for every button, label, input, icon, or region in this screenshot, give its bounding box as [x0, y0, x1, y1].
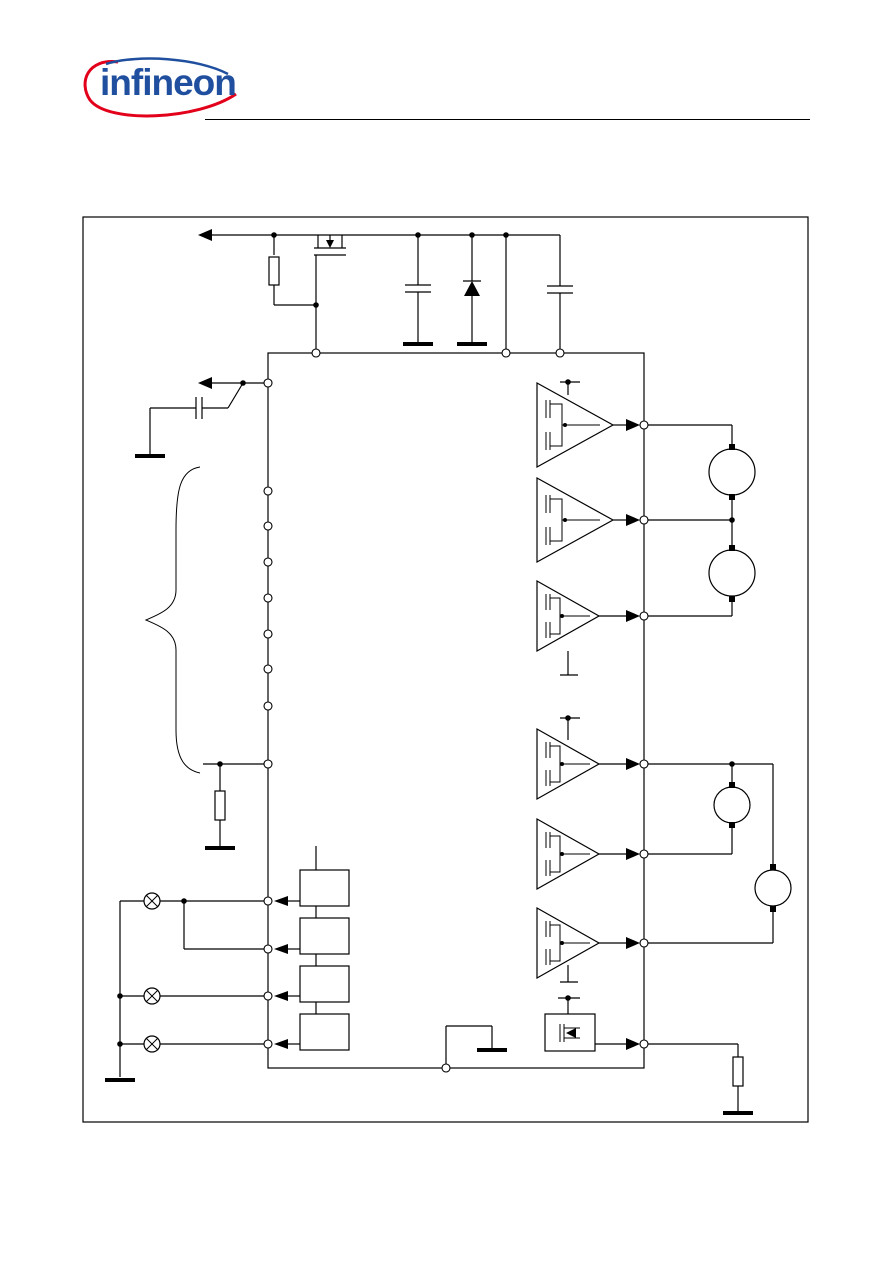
pin [311, 348, 321, 358]
low-side-switches [299, 846, 350, 1051]
supply-section [198, 229, 573, 358]
output-arrow [198, 229, 212, 241]
pin [555, 348, 565, 358]
half-bridges [536, 379, 615, 983]
input-pins [263, 486, 273, 769]
logo-swoosh-blue [105, 57, 229, 76]
half-bridge-4 [536, 727, 601, 801]
pin [263, 557, 273, 567]
inhibit-input [135, 377, 273, 458]
half-bridge-3 [536, 579, 601, 653]
pin [639, 759, 649, 769]
ic-ground [441, 1025, 507, 1073]
pulldown-resistor [203, 761, 264, 850]
pin [639, 1039, 649, 1049]
half-bridge-1 [536, 381, 615, 469]
pin [639, 515, 649, 525]
half-bridge-2 [536, 476, 615, 564]
pin [263, 521, 273, 531]
zener-diode [464, 281, 480, 296]
high-side-switch [544, 995, 626, 1052]
pin [501, 348, 511, 358]
pin [263, 991, 273, 1001]
low-side-switch-4 [299, 1013, 350, 1051]
low-side-switch-1 [299, 869, 350, 907]
pin [263, 664, 273, 674]
infineon-logo [83, 57, 237, 118]
pin [639, 938, 649, 948]
motor-1 [708, 448, 756, 496]
bus-brace [144, 466, 201, 774]
half-bridge-5 [536, 817, 601, 891]
pin [263, 593, 273, 603]
resistor [268, 256, 280, 286]
pin [263, 629, 273, 639]
lamp-pins [263, 896, 300, 1049]
lamps [105, 892, 264, 1082]
pin [263, 486, 273, 496]
motors [648, 424, 792, 944]
low-side-switch-2 [299, 917, 350, 955]
header-rule [205, 119, 810, 120]
pin [263, 378, 273, 388]
pin [639, 611, 649, 621]
half-bridge-6 [536, 906, 601, 980]
logo-wordmark: infineon [100, 62, 237, 103]
pin [263, 1039, 273, 1049]
logo-swoosh-red [83, 60, 237, 118]
ic-body [267, 352, 645, 1069]
pin [263, 944, 273, 954]
motor-3 [713, 786, 751, 824]
low-side-switch-3 [299, 965, 350, 1003]
output-pins [599, 419, 649, 1050]
diagram-frame [82, 216, 809, 1123]
motor-2 [708, 549, 756, 597]
pin [263, 759, 273, 769]
pin [263, 701, 273, 711]
pin [639, 420, 649, 430]
sense-resistor [648, 1043, 753, 1115]
motor-4 [754, 869, 792, 907]
pin [263, 896, 273, 906]
pin [441, 1063, 451, 1073]
supply-mosfet [314, 235, 346, 256]
pin [639, 849, 649, 859]
